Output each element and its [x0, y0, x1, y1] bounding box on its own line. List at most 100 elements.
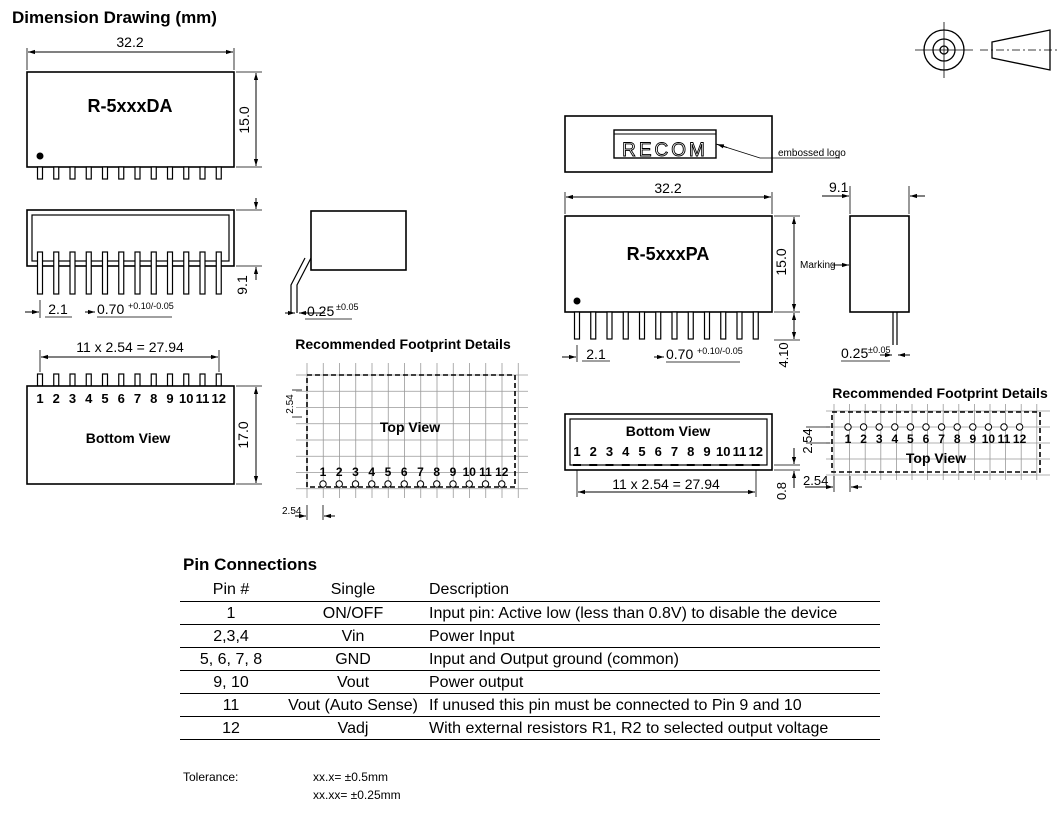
da-bottom-pin [69, 373, 76, 387]
description-cell: Power Input [424, 624, 880, 648]
footprint-left-pin-number: 5 [385, 465, 392, 479]
da-side-pin [215, 251, 222, 295]
pa-pin-number: 8 [687, 444, 694, 459]
da-side-pin [183, 251, 190, 295]
pa-pin-number: 10 [716, 444, 730, 459]
pa-part-label: R-5xxxPA [627, 244, 710, 264]
column-header-single: Single [282, 580, 424, 602]
footprint-left-pin-number: 4 [368, 465, 375, 479]
da-pitch-label: 11 x 2.54 = 27.94 [76, 339, 184, 355]
footprint-left-pin-number: 11 [479, 465, 492, 479]
pa-pin-number: 1 [573, 444, 580, 459]
pin-cell: 1 [180, 601, 282, 625]
pa-pin-number: 3 [606, 444, 613, 459]
da-pin-side-view: 0.25 ±0.05 [285, 210, 407, 320]
da-front-pin [118, 166, 125, 180]
pa-pin-thickness-tol: ±0.05 [868, 345, 890, 355]
marking-label: Marking [800, 260, 836, 271]
da-side-pin [101, 251, 109, 295]
da-bottom-pin [118, 373, 125, 387]
footprint-right-pads [844, 423, 1024, 431]
da-front-pins [36, 166, 222, 180]
footprint-right-pad [891, 423, 899, 431]
da-pin-width-label: 0.70 [97, 301, 124, 317]
footprint-right-top-view: Top View [906, 450, 966, 466]
single-cell: Vout (Auto Sense) [282, 693, 424, 717]
pa-front-pin [671, 311, 678, 340]
pa-pin-length-label: 4.10 [776, 342, 791, 367]
footprint-left-pad [384, 480, 392, 488]
single-cell: ON/OFF [282, 601, 424, 625]
da-pin-number: 9 [166, 391, 173, 406]
footprint-left-pin-number: 6 [401, 465, 408, 479]
pin-cell: 12 [180, 716, 282, 740]
footprint-left-grid-h: 2.54 [282, 506, 302, 517]
da-pin-number: 1 [36, 391, 43, 406]
da-bottom-pin [199, 373, 206, 387]
da-front-pin [101, 166, 109, 180]
da-pin-number: 5 [101, 391, 108, 406]
recom-logo [613, 129, 717, 159]
footprint-right-pad [953, 423, 961, 431]
footprint-left-pin-number: 3 [352, 465, 359, 479]
da-front-pin [36, 166, 44, 180]
da-front-pin [85, 166, 92, 180]
footprint-right-grid [826, 404, 1050, 480]
da-side-pin [166, 251, 174, 295]
footprint-left-pin-number: 7 [417, 465, 424, 479]
footprint-left-pad [481, 480, 490, 488]
da-side-pin [150, 251, 157, 295]
footprint-right-pin-number: 2 [860, 432, 867, 446]
footprint-right-pad [1000, 423, 1008, 431]
pa-side-view: 9.1 Marking 0.25 ±0.05 [800, 179, 925, 362]
da-side-height-label: 9.1 [234, 275, 250, 295]
footprint-left-grid [296, 363, 528, 498]
embossed-logo-label: embossed logo [778, 148, 846, 159]
footprint-left-pad [449, 480, 457, 488]
single-cell: Vin [282, 624, 424, 648]
da-front-pin [183, 166, 190, 180]
da-front-pin [150, 166, 157, 180]
tolerance-line-1: xx.x= ±0.5mm [313, 770, 388, 784]
footprint-left-pad [319, 480, 327, 488]
footprint-left-pads [319, 480, 506, 488]
footprint-right-pin-number: 5 [907, 432, 914, 446]
da-front-pin [69, 166, 76, 180]
pa-pin-number: 7 [671, 444, 678, 459]
pa-front-pin [655, 311, 662, 340]
da-pin-thickness-label: 0.25 [307, 303, 334, 319]
pin-cell: 9, 10 [180, 670, 282, 694]
da-pin-width-tol: +0.10/-0.05 [128, 301, 174, 311]
footprint-left-pin-number: 2 [336, 465, 343, 479]
da-side-pin [199, 251, 206, 295]
pa-bottom-pitch-label: 11 x 2.54 = 27.94 [612, 476, 720, 492]
pa-pin-offset-label: 2.1 [586, 346, 606, 362]
pa-pin1-marker [573, 297, 581, 305]
da-pin-number: 8 [150, 391, 157, 406]
pin-cell: 2,3,4 [180, 624, 282, 648]
footprint-right-pad [1015, 423, 1024, 431]
footprint-left-pad [335, 480, 343, 488]
da-bottom-view-label: Bottom View [86, 430, 171, 446]
da-width-label: 32.2 [116, 34, 143, 50]
footprint-right-pad [844, 423, 852, 431]
footprint-right-pad [984, 423, 993, 431]
da-side-pin [53, 251, 60, 295]
da-front-pin [134, 166, 141, 180]
pa-front-pin [736, 311, 743, 340]
da-side-pin [36, 251, 44, 295]
footprint-right-pin-number: 3 [876, 432, 883, 446]
da-bottom-pin [101, 373, 109, 387]
pa-pin-number: 5 [638, 444, 645, 459]
da-front-pin [199, 166, 206, 180]
description-cell: Input and Output ground (common) [424, 647, 880, 671]
tolerance-line-2: xx.xx= ±0.25mm [313, 788, 401, 802]
footprint-right-grid-v: 2.54 [800, 428, 815, 453]
pa-side-width-label: 9.1 [829, 179, 849, 195]
